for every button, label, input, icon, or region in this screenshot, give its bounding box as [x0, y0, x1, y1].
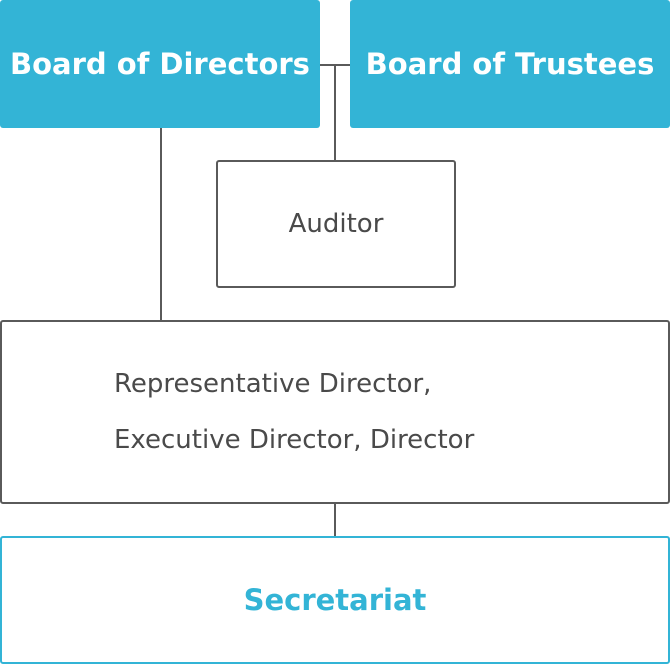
- node-label-line-1: Representative Director,: [114, 369, 432, 399]
- node-auditor: Auditor: [216, 160, 456, 288]
- node-label: Auditor: [288, 209, 384, 239]
- node-label-line-2: Executive Director, Director: [114, 425, 475, 455]
- node-label: Board of Trustees: [365, 47, 655, 81]
- node-board-of-directors: Board of Directors: [0, 0, 320, 128]
- node-executives: Representative Director, Executive Direc…: [0, 320, 670, 504]
- node-label: Board of Directors: [10, 47, 310, 81]
- node-label: Secretariat: [243, 583, 427, 617]
- node-secretariat: Secretariat: [0, 536, 670, 664]
- node-board-of-trustees: Board of Trustees: [350, 0, 670, 128]
